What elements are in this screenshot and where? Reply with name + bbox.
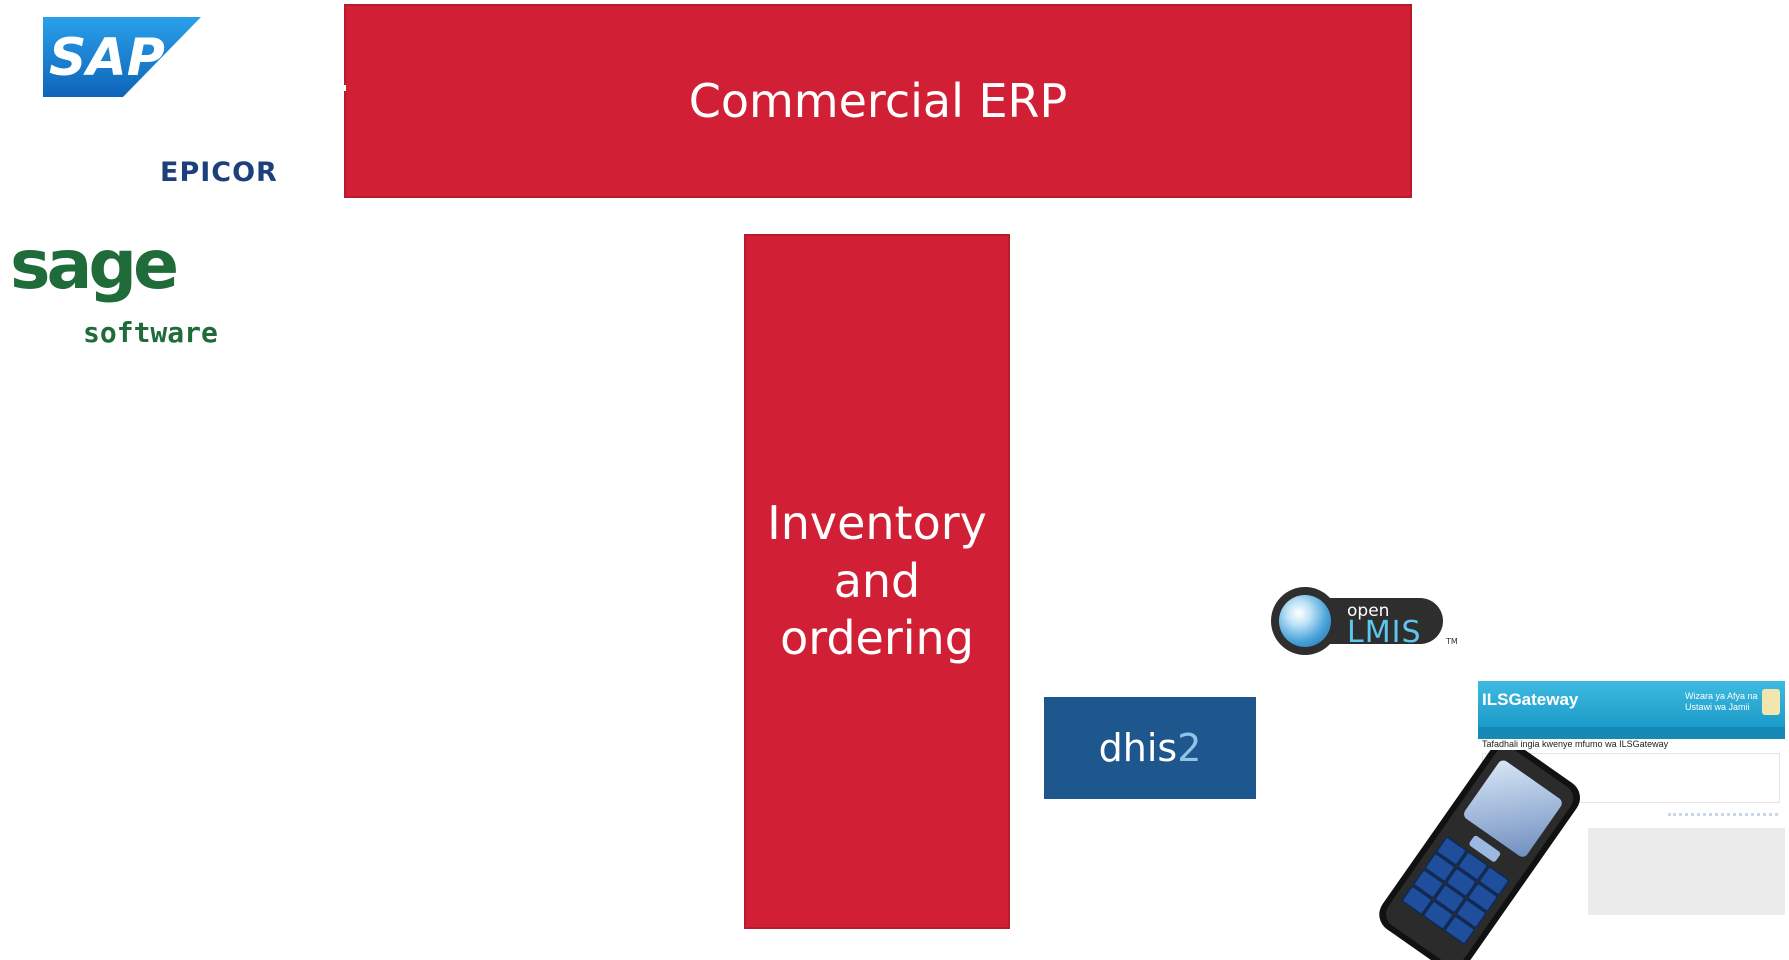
commercial-erp-label: Commercial ERP (688, 74, 1068, 128)
sage-logo-word: sage (10, 226, 179, 305)
ilsgateway-ministry-line-2: Ustawi wa Jamii (1685, 702, 1750, 712)
openlmis-logo-lmis: LMIS (1347, 615, 1422, 650)
sage-logo-subtitle: software (83, 316, 218, 349)
epicor-logo: EPICOR (160, 157, 278, 188)
epicor-logo-text: EPICOR (160, 157, 278, 188)
inventory-label-line-3: ordering (780, 611, 974, 666)
ilsgateway-ministry: Wizara ya Afya na Ustawi wa Jamii (1685, 691, 1758, 713)
commercial-erp-box: Commercial ERP (344, 4, 1412, 198)
ilsgateway-footer (1668, 813, 1778, 826)
ilsgateway-header: ILSGateway Wizara ya Afya na Ustawi wa J… (1478, 681, 1785, 727)
openlmis-logo-open: open (1347, 601, 1390, 621)
coat-of-arms-icon (1762, 689, 1780, 715)
dhis2-logo-word: dhis (1098, 726, 1178, 770)
openlmis-logo: open LMIS TM (1271, 585, 1461, 657)
mobile-phone-icon (1379, 750, 1580, 960)
sap-logo-text: SAP (49, 28, 165, 88)
sap-logo: SAP (43, 17, 201, 97)
sage-logo: sage software (10, 232, 260, 352)
ilsgateway-nav-bar (1478, 727, 1785, 739)
inventory-label-line-2: and (833, 553, 921, 608)
erp-box-notch (340, 85, 346, 91)
openlmis-trademark: TM (1446, 637, 1458, 646)
ilsgateway-gray-panel (1588, 828, 1785, 915)
ilsgateway-ministry-line-1: Wizara ya Afya na (1685, 691, 1758, 701)
ilsgateway-title: ILSGateway (1482, 690, 1579, 709)
ilsgateway-screenshot: ILSGateway Wizara ya Afya na Ustawi wa J… (1478, 681, 1785, 915)
dhis2-logo-number: 2 (1177, 726, 1202, 770)
ilsgateway-login-message: Tafadhali ingia kwenye mfumo wa ILSGatew… (1482, 739, 1669, 749)
inventory-label-line-1: Inventory (767, 496, 987, 551)
inventory-ordering-box: Inventory and ordering (744, 234, 1010, 929)
globe-icon (1271, 587, 1339, 655)
